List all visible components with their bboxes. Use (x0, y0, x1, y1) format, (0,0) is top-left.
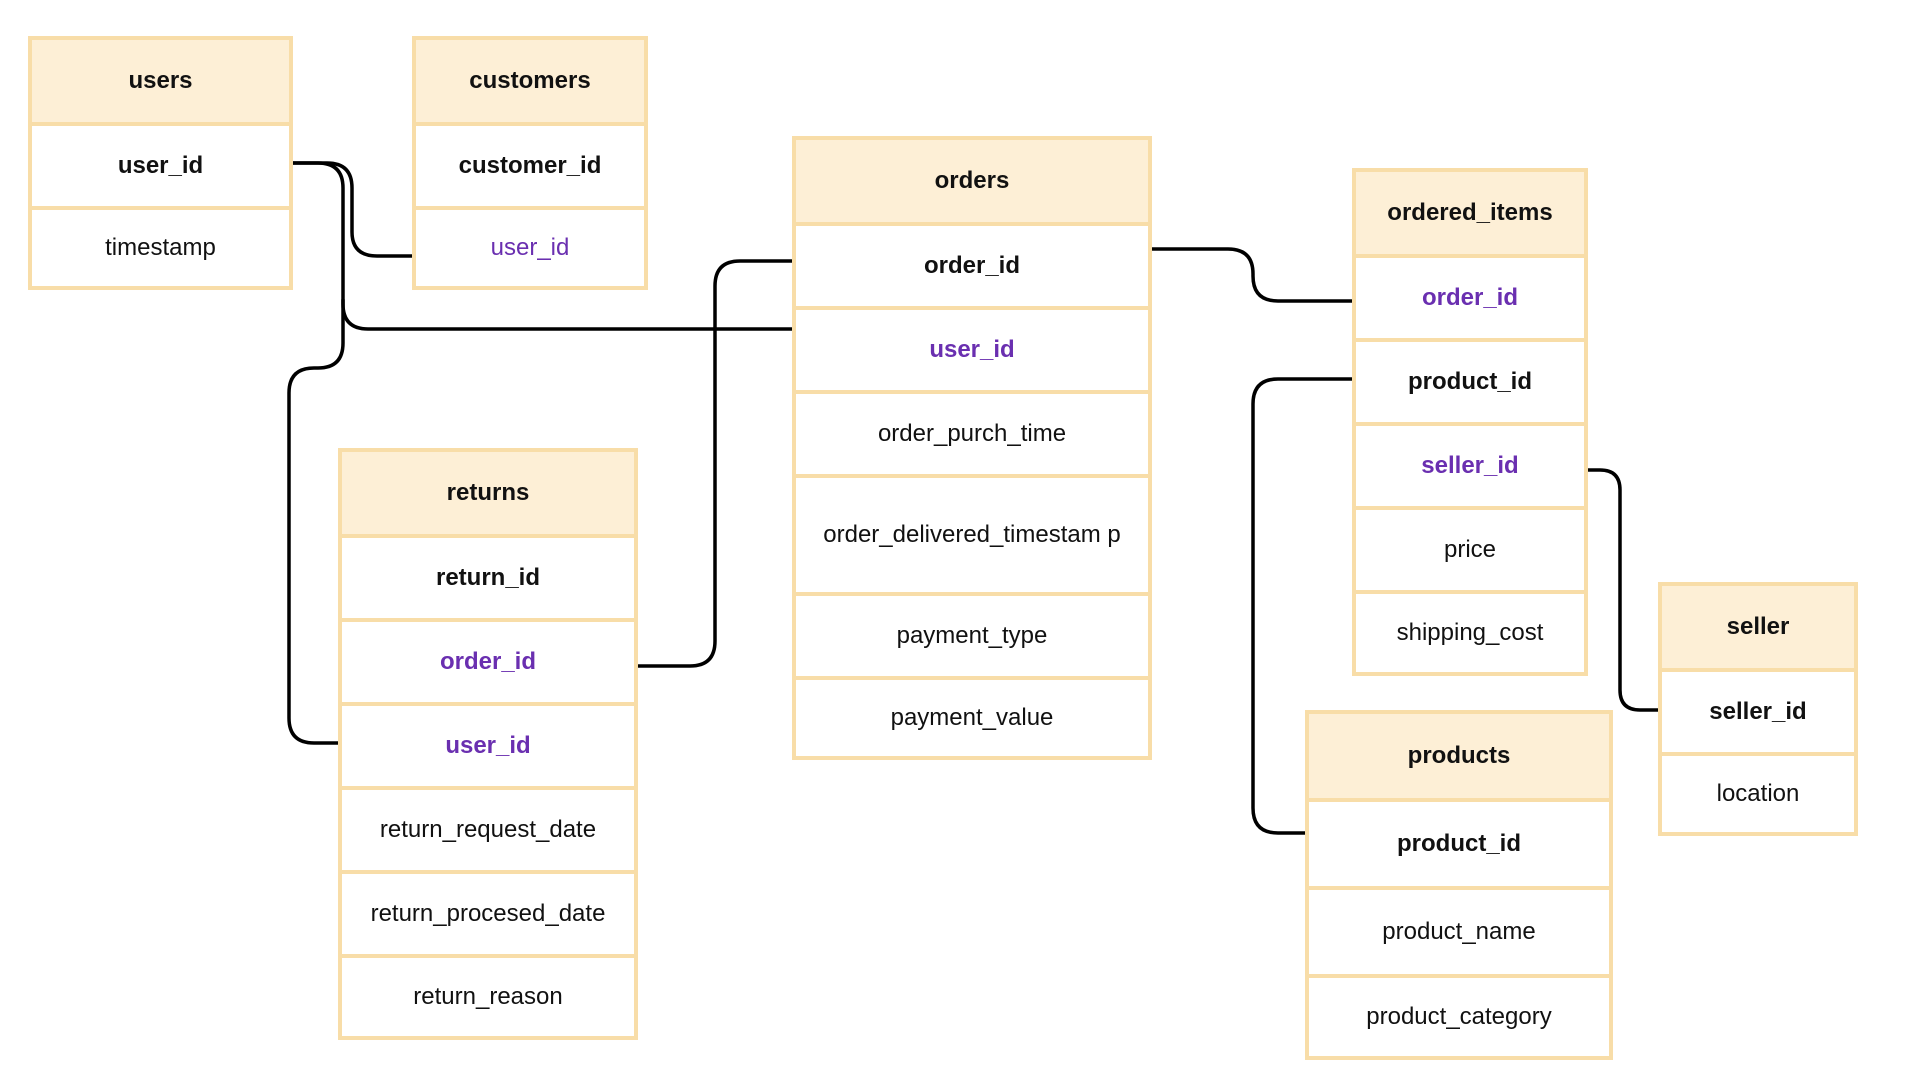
connector-orders-returns (636, 259, 794, 668)
entity-title: returns (342, 452, 634, 538)
entity-products[interactable]: products product_id product_name product… (1305, 710, 1613, 1060)
field: payment_value (890, 703, 1054, 731)
field: order_delivered_timestam p (796, 478, 1148, 596)
entity-title: products (1309, 714, 1609, 802)
field: product_name (1309, 890, 1609, 978)
primary-key-field: order_id (796, 226, 1148, 310)
entity-returns[interactable]: returns return_id order_id user_id retur… (338, 448, 638, 1040)
connector-orders-ordered-items (1150, 247, 1354, 303)
field: timestamp (105, 233, 216, 261)
connector-users-customers (291, 161, 414, 258)
field: return_reason (413, 982, 563, 1010)
primary-key-field: return_id (342, 538, 634, 622)
entity-title: users (32, 40, 289, 126)
entity-title: ordered_items (1356, 172, 1584, 258)
entity-orders[interactable]: orders order_id user_id order_purch_time… (792, 136, 1152, 760)
field: order_purch_time (796, 394, 1148, 478)
entity-customers[interactable]: customers customer_id user_id (412, 36, 648, 290)
entity-title: orders (796, 140, 1148, 226)
foreign-key-field: user_id (342, 706, 634, 790)
field: location (1716, 779, 1800, 807)
primary-key-field: user_id (32, 126, 289, 210)
entity-users[interactable]: users user_id timestamp (28, 36, 293, 290)
field: return_procesed_date (342, 874, 634, 958)
field: return_request_date (342, 790, 634, 874)
field: product_category (1366, 1002, 1552, 1030)
primary-key-field: product_id (1356, 342, 1584, 426)
entity-title: seller (1662, 586, 1854, 672)
connector-ordered-items-seller (1586, 468, 1660, 712)
entity-title: customers (416, 40, 644, 126)
primary-key-field: seller_id (1662, 672, 1854, 756)
foreign-key-field: user_id (490, 233, 570, 261)
connector-users-returns (287, 298, 345, 745)
primary-key-field: customer_id (416, 126, 644, 210)
entity-ordered-items[interactable]: ordered_items order_id product_id seller… (1352, 168, 1588, 676)
foreign-key-field: order_id (342, 622, 634, 706)
field: price (1356, 510, 1584, 594)
field: shipping_cost (1396, 618, 1544, 646)
foreign-key-field: user_id (796, 310, 1148, 394)
primary-key-field: product_id (1309, 802, 1609, 890)
foreign-key-field: seller_id (1356, 426, 1584, 510)
field: payment_type (796, 596, 1148, 680)
entity-seller[interactable]: seller seller_id location (1658, 582, 1858, 836)
foreign-key-field: order_id (1356, 258, 1584, 342)
